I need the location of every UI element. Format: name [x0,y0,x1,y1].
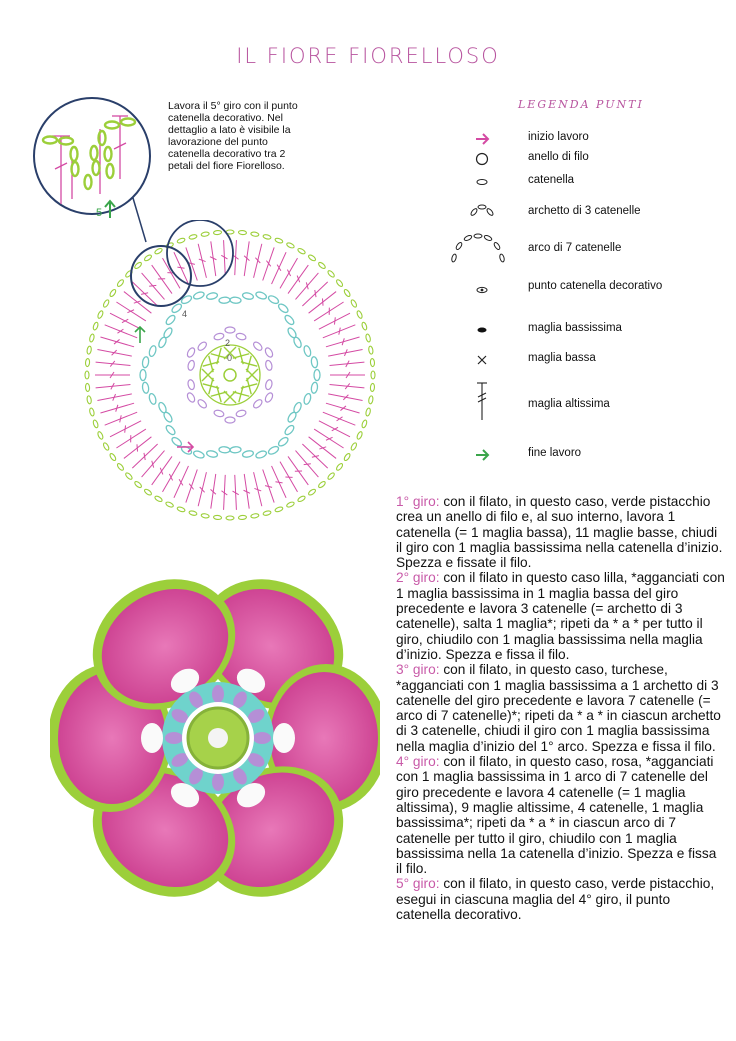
arch-icon [451,233,505,263]
slip-stitch-icon [477,327,487,333]
round-1-label: 0 [227,353,232,363]
round-3-text: 3° giro: con il filato, in questo caso, … [396,662,721,754]
legend-item-slip-stitch: maglia bassissima [450,320,720,340]
legend-item-arch: arco di 7 catenelle [450,228,720,264]
treble-icon [477,382,487,420]
legend-item-ring: anello di filo [450,149,720,169]
legend-item-chain: catenella [450,172,720,192]
round-4-text: 4° giro: con il filato, in questo caso, … [396,754,717,877]
legend-item-decorative-chain: punto catenella decorativo [450,280,720,306]
legend-item-small-arch: archetto di 3 catenelle [450,199,720,223]
legend-item-treble: maglia altissima [450,380,720,424]
ring-icon [475,152,489,166]
round-1-text: 1° giro: con il filato, in questo caso, … [396,494,723,571]
detail-round-label: 5 [96,207,102,219]
instructions: 1° giro: con il filato, in questo caso, … [396,494,726,922]
single-crochet-icon [477,355,487,365]
page-title: IL FIORE FIORELLOSO [236,44,500,68]
detail-note: Lavora il 5° giro con il punto catenella… [168,100,298,172]
start-arrow-icon [476,133,490,145]
legend-item-single-crochet: maglia bassa [450,350,720,370]
chain-icon [476,179,488,185]
legend-item-end: fine lavoro [450,445,720,465]
crochet-chart: 4 2 0 [84,220,376,521]
legend-item-start: inizio lavoro [450,129,720,149]
round-4-label: 4 [182,309,187,319]
small-arch-icon [470,204,494,216]
round-5-text: 5° giro: con il filato, in questo caso, … [396,876,715,923]
detail-end-arrow-icon [104,199,116,218]
decorative-chain-icon [476,286,488,294]
round-2-label: 2 [225,338,230,348]
flower-photo [50,579,380,897]
legend-title: LEGENDA PUNTI [518,98,644,111]
round-2-text: 2° giro: con il filato in questo caso li… [396,570,725,662]
end-arrow-icon [476,449,490,461]
detail-magnifier: 5 [33,97,192,307]
